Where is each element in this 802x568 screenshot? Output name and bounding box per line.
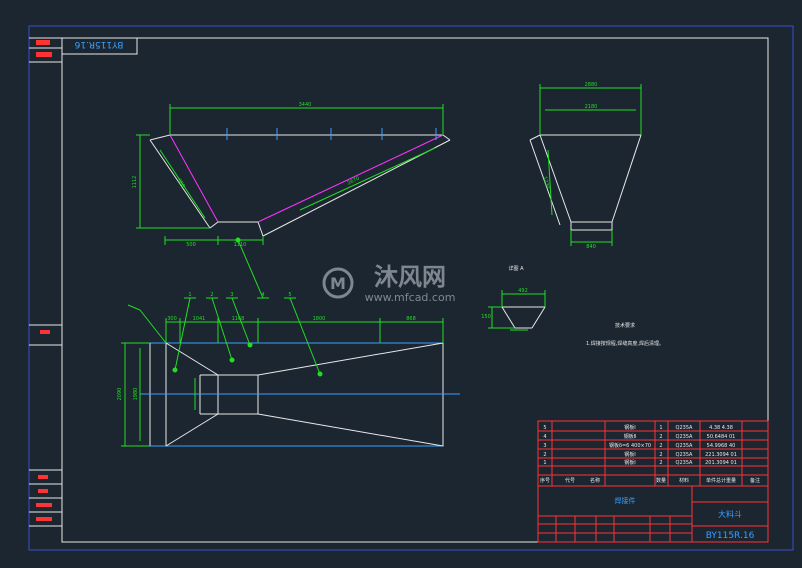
detail-view [488, 290, 546, 331]
part-row-material: Q235A [676, 425, 693, 431]
callout-5: 5 [288, 292, 291, 298]
part-row-remark: 54.9968 40 [707, 443, 736, 449]
part-row-remark: 201.3094 01 [705, 460, 737, 466]
part-row-name: 钢板Ⅱ [624, 433, 636, 440]
part-row-name: 钢板Ⅰ [624, 451, 635, 458]
notes-heading: 技术要求 [615, 322, 635, 329]
part-row-qty: 2 [659, 452, 662, 458]
header-weight: 单件总计重量 [706, 477, 736, 484]
part-row-no: 3 [543, 443, 546, 449]
dim-right-slant: 1230 [541, 176, 550, 190]
part-row-material: Q235A [676, 443, 693, 449]
callouts [127, 237, 323, 377]
assembly-name: 大料斗 [718, 509, 742, 519]
drawing-frame [61, 37, 769, 543]
header-no: 序号 [540, 477, 550, 484]
dim-plan-seg4: 1800 [313, 316, 326, 322]
dim-detail-top: 492 [518, 288, 528, 294]
dim-detail-side: 150 [481, 314, 491, 320]
dim-plan-seg5: 868 [406, 316, 416, 322]
watermark-text: 沐风网 [374, 263, 446, 291]
part-row-name: 钢板Ⅰ [624, 424, 635, 431]
part-name: 焊接件 [615, 496, 636, 505]
drawing-number: BY115R.16 [706, 531, 755, 541]
header-remark: 备注 [750, 477, 760, 484]
dim-bottom-left: 500 [186, 242, 196, 248]
header-qty: 数量 [656, 477, 666, 484]
dim-slant-left: 880 [176, 178, 186, 189]
part-row-material: Q235A [676, 434, 693, 440]
part-row-no: 4 [543, 434, 546, 440]
notes-text: 1.焊接按规程,焊缝高度,焊后清理。 [586, 340, 664, 347]
upper-code-text: BY115R.16 [74, 39, 123, 49]
header-code: 代号 [565, 477, 575, 484]
part-row-qty: 2 [659, 434, 662, 440]
dim-right-top: 2880 [585, 82, 598, 88]
side-view: 2880 2180 1230 840 [529, 82, 642, 250]
part-row-no: 1 [543, 460, 546, 466]
svg-text:M: M [330, 274, 346, 293]
front-view: 3440 1112 880 2670 500 1110 [132, 102, 451, 248]
plan-view: 300 1041 1168 1800 868 2090 1980 [117, 316, 460, 447]
dim-plan-seg2: 1041 [193, 316, 206, 322]
dim-plan-seg3: 1168 [232, 316, 245, 322]
dim-plan-inner: 1980 [133, 388, 139, 401]
watermark: M [322, 267, 354, 299]
dim-top-width: 3440 [299, 102, 312, 108]
part-row-no: 5 [543, 425, 546, 431]
parts-header: 序号 代号 名称 数量 材料 单件总计重量 备注 [540, 477, 760, 484]
header-name: 名称 [590, 477, 600, 484]
dim-plan-seg1: 300 [167, 316, 177, 322]
dim-right-inner: 2180 [585, 104, 598, 110]
dim-right-bottom: 840 [586, 244, 596, 250]
part-row-qty: 1 [659, 425, 662, 431]
callout-4: 4 [261, 292, 264, 298]
dim-side-height: 1112 [132, 176, 138, 189]
title-block [537, 420, 769, 543]
callout-2: 2 [210, 292, 213, 298]
watermark-url: www.mfcad.com [365, 291, 456, 304]
part-row-remark: 4.38 4.38 [709, 425, 733, 431]
dim-plan-height: 2090 [117, 388, 123, 401]
callout-3: 3 [230, 292, 233, 298]
part-row-no: 2 [543, 452, 546, 458]
section-label: 详图 A [508, 265, 524, 272]
dim-slant-right: 2670 [347, 176, 361, 187]
callout-1: 1 [188, 292, 191, 298]
part-row-name: 钢板Ⅰ [624, 459, 635, 466]
part-row-qty: 2 [659, 460, 662, 466]
part-row-remark: 50.6484 01 [707, 434, 736, 440]
part-row-material: Q235A [676, 460, 693, 466]
part-row-qty: 2 [659, 443, 662, 449]
parts-list: 5 钢板Ⅰ 1 Q235A 4.38 4.38 4 钢板Ⅱ 2 Q235A 50… [543, 424, 737, 466]
outer-border [28, 25, 794, 551]
left-strip [29, 37, 62, 527]
upper-code-box [61, 37, 138, 55]
part-row-name: 钢板δ=6 400×70 [609, 442, 651, 449]
part-row-material: Q235A [676, 452, 693, 458]
header-material: 材料 [679, 477, 689, 484]
part-row-remark: 221.3094 01 [705, 452, 737, 458]
